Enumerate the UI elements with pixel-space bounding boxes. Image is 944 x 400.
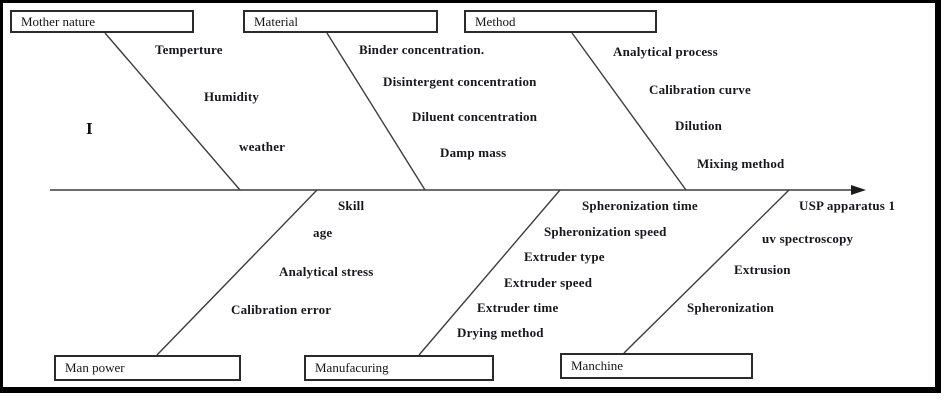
category-box-method: Method <box>464 10 657 33</box>
cause-label: Mixing method <box>697 156 785 171</box>
cause-label: Drying method <box>457 325 544 340</box>
material-branch-line <box>326 32 426 191</box>
cause-label: Disintergent concentration <box>383 74 537 89</box>
cause-label: Extruder speed <box>504 275 593 290</box>
category-label: Manufacuring <box>315 360 389 375</box>
cause-label: Dilution <box>675 118 723 133</box>
method-branch-line <box>571 32 687 191</box>
cause-label: Extrusion <box>734 262 791 277</box>
cause-label: weather <box>239 139 286 154</box>
category-box-man-power: Man power <box>54 355 241 381</box>
cause-label: uv spectroscopy <box>762 231 854 246</box>
category-box-machine: Manchine <box>560 353 753 379</box>
man-power-branch-line <box>156 189 318 356</box>
cause-label: Calibration error <box>231 302 332 317</box>
diagram-border <box>0 0 941 393</box>
spine-arrowhead-icon <box>851 185 866 195</box>
cause-label: Analytical stress <box>279 264 374 279</box>
cause-label: Binder concentration. <box>359 42 485 57</box>
manufacturing-branch-line <box>418 189 561 356</box>
category-box-material: Material <box>243 10 438 33</box>
category-label: Manchine <box>571 358 623 373</box>
category-box-mother-nature: Mother nature <box>10 10 194 33</box>
category-box-manufacturing: Manufacuring <box>304 355 494 381</box>
stray-i-mark: I <box>86 119 93 138</box>
cause-label: Humidity <box>204 89 260 104</box>
cause-label: Diluent concentration <box>412 109 538 124</box>
cause-label: Spheronization time <box>582 198 698 213</box>
cause-label: Analytical process <box>613 44 718 59</box>
cause-label: Extruder time <box>477 300 559 315</box>
cause-label: Spheronization speed <box>544 224 667 239</box>
category-label: Material <box>254 13 299 29</box>
cause-label: Damp mass <box>440 145 507 160</box>
cause-label: Extruder type <box>524 249 605 264</box>
category-label: Man power <box>65 360 125 375</box>
cause-label: Temperture <box>155 42 223 57</box>
cause-label: USP apparatus 1 <box>799 198 896 213</box>
category-label: Mother nature <box>21 13 96 29</box>
machine-branch-line <box>623 189 790 354</box>
category-label: Method <box>475 13 516 29</box>
cause-label: Skill <box>338 198 365 213</box>
cause-label: Spheronization <box>687 300 775 315</box>
cause-label: age <box>313 225 333 240</box>
mother-nature-branch-line <box>104 32 241 191</box>
cause-label: Calibration curve <box>649 82 751 97</box>
